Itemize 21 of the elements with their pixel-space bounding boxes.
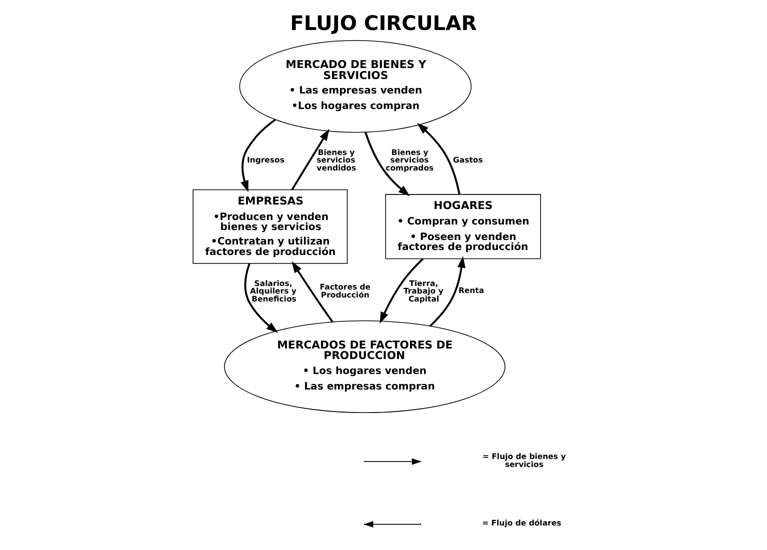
node-box: EMPRESAS •Producen y venden bienes y servicios •Contratan y utilizan factores de producción bbox=[192, 189, 348, 264]
node-box: HOGARES • Compran y consumen • Poseen y venden factores de producción bbox=[385, 194, 541, 260]
edge-label: Gastos bbox=[453, 155, 483, 164]
edge-label: Tierra, Trabajo y Capital bbox=[403, 278, 444, 304]
arrow bbox=[292, 261, 334, 322]
edge-label: Factores de Producción bbox=[320, 282, 371, 300]
diagram-title: FLUJO CIRCULAR bbox=[290, 11, 477, 36]
arrow bbox=[430, 256, 466, 327]
arrow bbox=[244, 263, 278, 333]
edge-label: Bienes y servicios vendidos bbox=[316, 148, 356, 172]
arrow bbox=[416, 123, 460, 195]
edge-label: Ingresos bbox=[246, 155, 284, 164]
legend-label: = Flujo de bienes y servicios bbox=[482, 452, 566, 469]
legend-label: = Flujo de dólares bbox=[482, 518, 562, 528]
edge-label: Salarios, Alquilers y Beneficios bbox=[250, 278, 296, 304]
arrow bbox=[380, 258, 424, 324]
arrow bbox=[291, 128, 330, 190]
edge-label: Renta bbox=[458, 286, 484, 296]
arrow bbox=[240, 118, 276, 192]
arrow bbox=[364, 132, 410, 196]
edge-label: Bienes y servicios comprados bbox=[386, 148, 434, 172]
